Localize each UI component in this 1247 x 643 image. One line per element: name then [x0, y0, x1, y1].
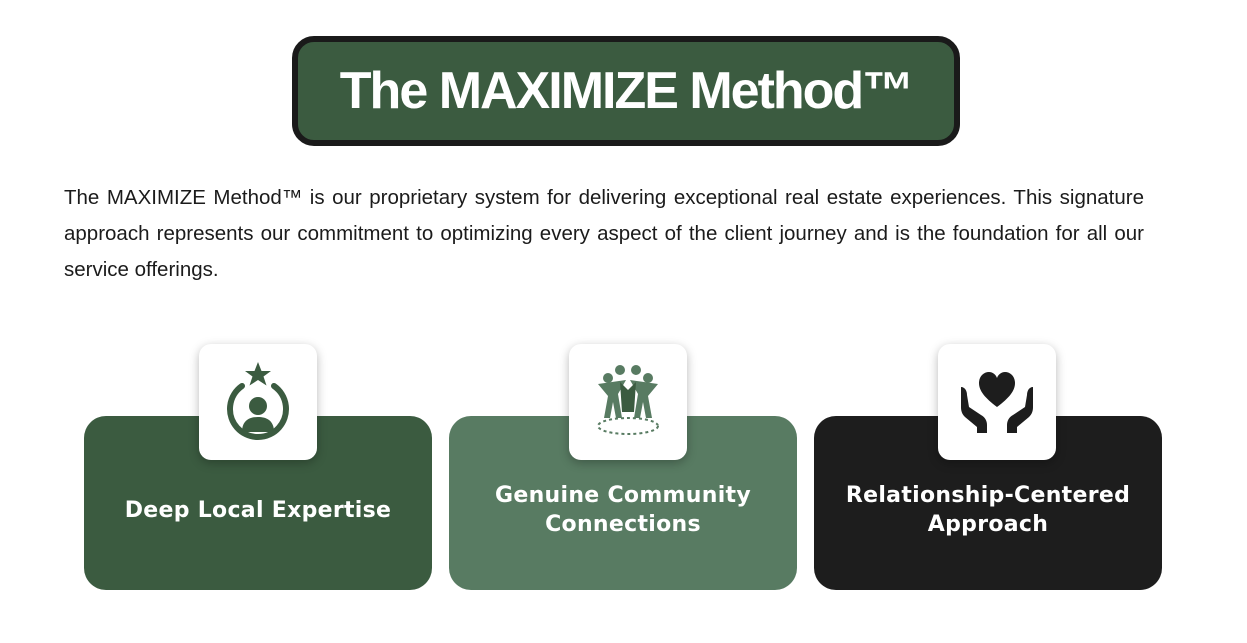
local-expert-icon	[227, 362, 289, 440]
card-label: Deep Local Expertise	[124, 497, 392, 523]
title-banner: The MAXIMIZE Method™	[292, 36, 960, 146]
icon-box	[569, 344, 687, 460]
card-label: Genuine Community Connections	[494, 483, 752, 537]
heart-hands-icon	[961, 372, 1033, 433]
card-label: Relationship-Centered Approach	[845, 483, 1131, 537]
intro-paragraph: The MAXIMIZE Method™ is our proprietary …	[64, 186, 1144, 281]
community-icon	[597, 365, 659, 435]
icon-box	[938, 344, 1056, 460]
icon-box	[199, 344, 317, 460]
page-title: The MAXIMIZE Method™	[339, 62, 914, 120]
